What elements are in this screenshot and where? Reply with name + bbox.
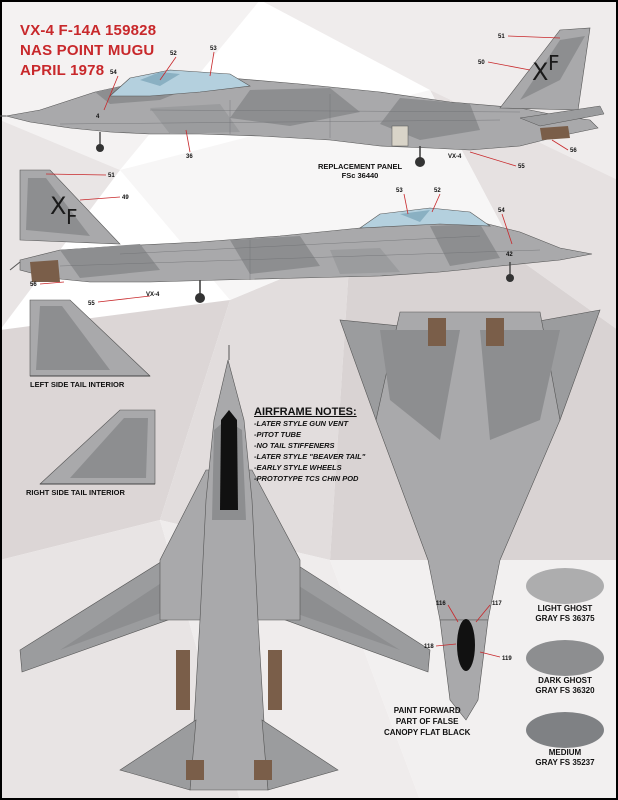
tail-code-side1-x: X: [532, 58, 548, 86]
callout-54-a: 54: [110, 70, 117, 76]
replacement-panel-label: REPLACEMENT PANEL FSc 36440: [318, 162, 402, 180]
callout-53-b: 53: [396, 188, 403, 194]
callout-lines: [39, 35, 569, 658]
callout-54-b: 54: [498, 208, 505, 214]
title-line-2: NAS POINT MUGU: [20, 42, 155, 59]
bottom-planform: [339, 309, 601, 721]
tail-code-side1-f: F: [548, 51, 560, 75]
left-tail-label: LEFT SIDE TAIL INTERIOR: [30, 380, 125, 389]
replacement-panel-line-2: FSc 36440: [341, 171, 379, 180]
callout-55-b: 55: [88, 301, 95, 307]
swatch-label-line-2: GRAY FS 35237: [535, 758, 595, 767]
callout-119: 119: [502, 656, 512, 662]
side-profile-right: [9, 169, 593, 303]
swatch-label-line-1: DARK GHOST: [538, 676, 592, 685]
swatch-oval: [526, 568, 604, 604]
swatch-oval: [526, 712, 604, 748]
fuselage-markings: 4 VX-4 42 VX-4: [96, 114, 513, 298]
right-tail-label: RIGHT SIDE TAIL INTERIOR: [26, 488, 125, 497]
swatch-label-line-2: GRAY FS 36320: [535, 686, 595, 695]
tail-markings: X F X F: [50, 51, 560, 229]
swatch-label-line-1: LIGHT GHOST: [537, 604, 593, 613]
nose-number-side1: 4: [96, 114, 100, 120]
airframe-note: -PROTOTYPE TCS CHIN POD: [254, 474, 359, 483]
side-code-side2: VX-4: [146, 292, 160, 298]
callout-56-a: 56: [570, 148, 577, 154]
airframe-note: -PITOT TUBE: [254, 430, 301, 439]
paint-forward-line-2: PART OF FALSE: [395, 717, 459, 726]
tail-code-side2-f: F: [66, 205, 78, 229]
right-tail-interior: [39, 409, 156, 485]
airframe-note: -LATER STYLE "BEAVER TAIL": [254, 452, 366, 461]
left-tail-interior: [29, 299, 151, 377]
swatch-oval: [526, 640, 604, 676]
side-profile-left: [0, 27, 605, 167]
nose-number-side2: 42: [506, 252, 513, 258]
airframe-notes-list: -LATER STYLE GUN VENT -PITOT TUBE -NO TAIL…: [254, 418, 365, 484]
paint-forward-line-3: CANOPY FLAT BLACK: [384, 728, 471, 737]
top-planform: [19, 345, 431, 791]
swatch-label-line-1: MEDIUM: [548, 748, 582, 757]
paint-forward-line-1: PAINT FORWARD: [393, 706, 461, 715]
airframe-note: -EARLY STYLE WHEELS: [254, 463, 342, 472]
callout-53-a: 53: [210, 46, 217, 52]
callout-52-b: 52: [434, 188, 441, 194]
airframe-notes: AIRFRAME NOTES: -LATER STYLE GUN VENT -PI…: [254, 406, 365, 484]
callout-116: 116: [436, 601, 446, 607]
airframe-note: -LATER STYLE GUN VENT: [254, 419, 349, 428]
callout-118: 118: [424, 644, 434, 650]
callout-51-b: 51: [108, 173, 115, 179]
paint-forward-label: PAINT FORWARD PART OF FALSE CANOPY FLAT …: [384, 705, 470, 738]
callout-56-b: 56: [30, 282, 37, 288]
callout-52-a: 52: [170, 51, 177, 57]
callout-numbers: 51 50 54 52 53 36 55 56 51 49 53 52 54 5…: [30, 34, 577, 662]
callout-50: 50: [478, 60, 485, 66]
callout-36: 36: [186, 154, 193, 160]
airframe-note: -NO TAIL STIFFENERS: [254, 441, 335, 450]
title-line-1: VX-4 F-14A 159828: [20, 22, 157, 39]
airframe-notes-heading: AIRFRAME NOTES:: [254, 406, 357, 418]
replacement-panel-line-1: REPLACEMENT PANEL: [318, 162, 403, 171]
callout-55-a: 55: [518, 164, 525, 170]
callout-51-a: 51: [498, 34, 505, 40]
title-line-3: APRIL 1978: [20, 62, 105, 79]
side-code-side1: VX-4: [448, 154, 462, 160]
tail-code-side2-x: X: [50, 192, 66, 220]
swatch-label-line-2: GRAY FS 36375: [535, 614, 595, 623]
callout-117: 117: [492, 601, 502, 607]
callout-49: 49: [122, 195, 129, 201]
